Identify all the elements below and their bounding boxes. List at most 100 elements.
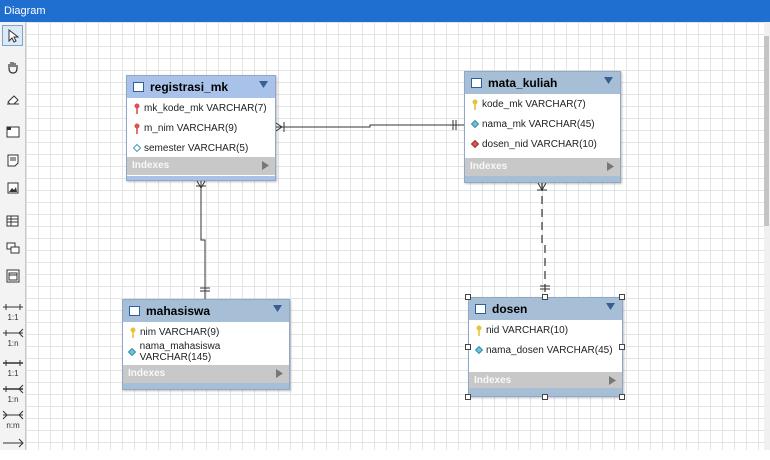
relationship-1-n-identifying-label: 1:n	[7, 395, 19, 404]
fk-column-icon	[470, 138, 479, 150]
relationship-1-n-identifying-tool[interactable]: 1:n	[1, 382, 25, 406]
relationship-existing-icon	[3, 438, 24, 448]
image-tool[interactable]	[2, 177, 23, 198]
column-row[interactable]: nid VARCHAR(10)	[469, 320, 622, 340]
indexes-label: Indexes	[132, 160, 170, 171]
entity-name: mahasiswa	[146, 304, 211, 318]
table-tool[interactable]	[2, 210, 23, 231]
column-label: mk_kode_mk VARCHAR(7)	[144, 102, 267, 114]
column-row[interactable]: semester VARCHAR(5)	[127, 138, 275, 158]
primary-key-icon	[470, 98, 479, 110]
column-row[interactable]: nama_mahasiswa VARCHAR(145)	[123, 341, 289, 363]
hand-tool[interactable]	[2, 56, 23, 77]
entity-name: registrasi_mk	[150, 80, 229, 94]
pointer-tool[interactable]	[2, 25, 23, 46]
column-label: m_nim VARCHAR(9)	[144, 122, 238, 134]
table-icon	[129, 306, 140, 316]
table-icon	[475, 304, 486, 314]
entity-header[interactable]: mata_kuliah	[465, 72, 620, 94]
eraser-tool[interactable]	[2, 88, 23, 109]
resize-handle-top-right[interactable]	[619, 294, 625, 300]
fk-key-icon	[132, 102, 141, 114]
indexes-section[interactable]: Indexes	[127, 157, 275, 175]
relationship-1-n-tool[interactable]: 1:n	[1, 326, 25, 350]
entity-header[interactable]: mahasiswa	[123, 300, 289, 322]
relationship-n-m-label: n:m	[6, 421, 20, 430]
diagram-title-bar: Diagram	[0, 0, 770, 22]
resize-handle-bottom[interactable]	[542, 394, 548, 400]
collapse-chevron-icon[interactable]	[259, 81, 268, 89]
column-row[interactable]: nama_dosen VARCHAR(45)	[469, 340, 622, 360]
note-icon	[7, 154, 18, 167]
indexes-label: Indexes	[474, 375, 512, 386]
relationship-n-m-icon	[2, 410, 24, 420]
resize-handle-left[interactable]	[465, 344, 471, 350]
column-row[interactable]: m_nim VARCHAR(9)	[127, 118, 275, 138]
eraser-icon	[6, 94, 19, 104]
collapse-chevron-icon[interactable]	[604, 77, 613, 85]
column-label: dosen_nid VARCHAR(10)	[482, 138, 597, 150]
resize-handle-right[interactable]	[619, 344, 625, 350]
hand-icon	[7, 61, 18, 74]
column-row[interactable]: kode_mk VARCHAR(7)	[465, 94, 620, 114]
entity-name: mata_kuliah	[488, 76, 558, 90]
resize-handle-top-left[interactable]	[465, 294, 471, 300]
routine-group-tool[interactable]	[2, 265, 23, 286]
indexes-label: Indexes	[128, 368, 166, 379]
entity-header[interactable]: dosen	[469, 298, 622, 320]
resize-handle-bottom-left[interactable]	[465, 394, 471, 400]
relationship-1-1-label: 1:1	[7, 313, 19, 322]
expand-arrow-icon[interactable]	[607, 162, 614, 171]
note-tool[interactable]	[2, 150, 23, 171]
relationship-1-n-icon	[3, 328, 24, 338]
fk-key-icon	[132, 122, 141, 134]
diagram-toolbar: 1:1 1:n 1:1 1:n n:m	[0, 22, 26, 450]
layer-tool[interactable]	[2, 121, 23, 142]
column-icon	[128, 346, 137, 358]
column-row[interactable]: nama_mk VARCHAR(45)	[465, 114, 620, 134]
expand-arrow-icon[interactable]	[609, 376, 616, 385]
image-icon	[7, 182, 18, 193]
relationship-1-1-icon	[3, 304, 23, 310]
layer-icon	[6, 126, 19, 137]
view-icon	[6, 242, 19, 253]
relationship-existing-tool[interactable]	[1, 436, 25, 460]
view-tool[interactable]	[2, 237, 23, 258]
resize-handle-top[interactable]	[542, 294, 548, 300]
diagram-title: Diagram	[4, 5, 46, 17]
entity-registrasi-mk[interactable]: registrasi_mk mk_kode_mk VARCHAR(7) m_ni…	[126, 75, 276, 181]
relationship-1-1-tool[interactable]: 1:1	[1, 300, 25, 324]
entity-mata-kuliah[interactable]: mata_kuliah kode_mk VARCHAR(7) nama_mk V…	[464, 71, 621, 183]
expand-arrow-icon[interactable]	[262, 161, 269, 170]
column-label: nim VARCHAR(9)	[140, 326, 220, 338]
column-row[interactable]: mk_kode_mk VARCHAR(7)	[127, 98, 275, 118]
vertical-scrollbar[interactable]	[764, 22, 770, 450]
collapse-chevron-icon[interactable]	[606, 303, 615, 311]
table-icon	[6, 215, 19, 226]
relationship-n-m-tool[interactable]: n:m	[1, 408, 25, 432]
indexes-section[interactable]: Indexes	[465, 158, 620, 176]
column-row[interactable]: nim VARCHAR(9)	[123, 322, 289, 342]
entity-header[interactable]: registrasi_mk	[127, 76, 275, 98]
entity-dosen[interactable]: dosen nid VARCHAR(10) nama_dosen VARCHAR…	[468, 297, 623, 397]
relationship-1-1-identifying-tool[interactable]: 1:1	[1, 356, 25, 380]
indexes-section[interactable]: Indexes	[469, 372, 622, 390]
collapse-chevron-icon[interactable]	[273, 305, 282, 313]
relationship-1-n-label: 1:n	[7, 339, 19, 348]
indexes-section[interactable]: Indexes	[123, 365, 289, 383]
table-icon	[133, 82, 144, 92]
relationship-1-1-identifying-icon	[3, 360, 23, 366]
column-label: kode_mk VARCHAR(7)	[482, 98, 586, 110]
column-label: semester VARCHAR(5)	[144, 142, 249, 154]
vertical-scrollbar-thumb[interactable]	[764, 36, 769, 226]
resize-handle-bottom-right[interactable]	[619, 394, 625, 400]
column-row[interactable]: dosen_nid VARCHAR(10)	[465, 134, 620, 154]
routine-group-icon	[6, 269, 19, 282]
column-label: nama_mahasiswa VARCHAR(145)	[139, 341, 221, 363]
expand-arrow-icon[interactable]	[276, 369, 283, 378]
table-icon	[471, 78, 482, 88]
column-icon	[470, 118, 479, 130]
entity-name: dosen	[492, 302, 528, 316]
relationship-1-1-identifying-label: 1:1	[7, 369, 19, 378]
entity-mahasiswa[interactable]: mahasiswa nim VARCHAR(9) nama_mahasiswa …	[122, 299, 290, 390]
